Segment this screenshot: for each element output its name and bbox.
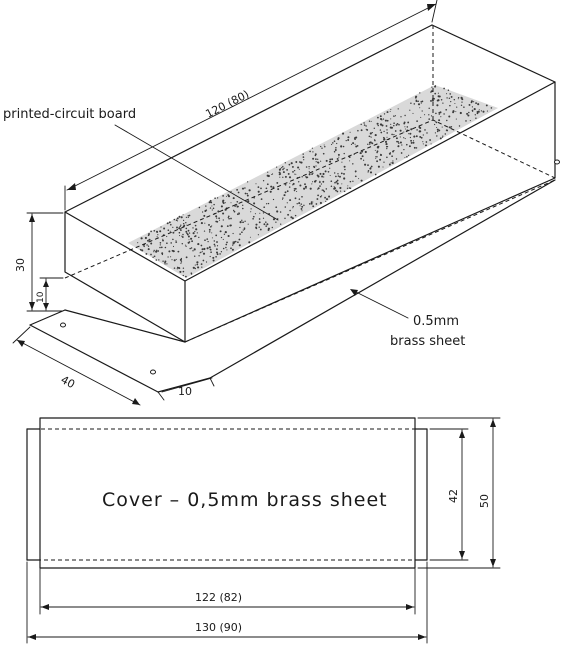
dim-cover-inner-length: 122 (82) xyxy=(195,591,242,604)
cover-drawing: Cover – 0,5mm brass sheet 42 50 122 (82)… xyxy=(26,417,501,644)
dim-box-low-height: 10 xyxy=(36,291,46,303)
dim-box-height: 30 xyxy=(14,258,27,272)
pcb-label: printed-circuit board xyxy=(3,107,136,122)
sheet-leader-line xyxy=(351,289,409,319)
pcb-leader-line xyxy=(114,124,279,221)
dim-cover-inner-height: 42 xyxy=(447,489,460,503)
dim-box-width: 40 xyxy=(59,373,77,391)
box-top-right-edge xyxy=(431,24,556,83)
flange-left-edge xyxy=(29,309,66,326)
dim-line-flange xyxy=(161,377,213,393)
pcb-surface xyxy=(128,85,498,278)
dim-cover-outer-length: 130 (90) xyxy=(195,621,242,634)
hidden-edge-bottom xyxy=(184,179,556,343)
box-right-face xyxy=(184,81,556,343)
mounting-hole xyxy=(554,159,560,165)
dim-line-length xyxy=(66,3,437,191)
box-base-flange xyxy=(29,179,556,393)
cover-outer-outline xyxy=(39,417,416,569)
flange-front-edge xyxy=(64,309,186,343)
dim-cover-outer-height: 50 xyxy=(478,494,491,508)
dim-line-width xyxy=(16,339,141,406)
box-top-back-edge xyxy=(64,24,433,213)
cover-label: Cover – 0,5mm brass sheet xyxy=(102,489,388,511)
pcb-stipple xyxy=(137,85,493,278)
dim-flange: 10 xyxy=(178,385,192,398)
mounting-hole xyxy=(150,369,156,375)
dim-box-length: 120 (80) xyxy=(203,88,251,121)
sheet-label-line2: brass sheet xyxy=(390,334,465,349)
isometric-box: printed-circuit board 0.5mm brass sheet … xyxy=(3,0,560,406)
mounting-hole xyxy=(60,322,66,328)
sheet-label-line1: 0.5mm xyxy=(413,314,459,329)
